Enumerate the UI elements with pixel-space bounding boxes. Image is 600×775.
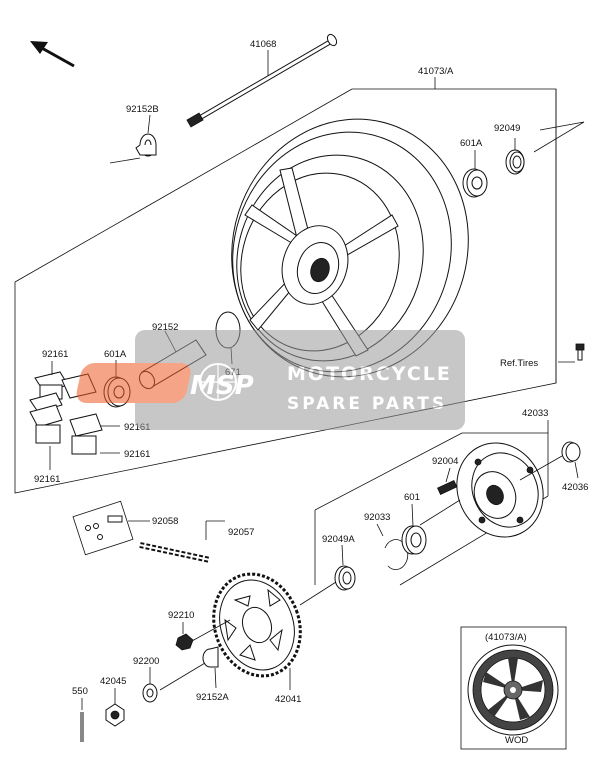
label-92161-a: 92161 (42, 349, 68, 360)
label-601A-mid: 601A (104, 349, 127, 360)
bearing-601 (401, 503, 427, 555)
label-41068: 41068 (250, 39, 276, 50)
watermark-line2: SPARE PARTS (287, 394, 447, 414)
label-550: 550 (72, 686, 88, 697)
oil-seal-92049 (505, 121, 585, 175)
label-92210: 92210 (168, 610, 194, 621)
drive-chain-92057 (139, 542, 211, 563)
nut-92210 (175, 619, 231, 651)
collar-92152B (109, 114, 157, 164)
watermark: MSP MOTORCYCLE SPARE PARTS (76, 330, 465, 430)
label-92152: 92152 (152, 322, 178, 333)
watermark-panel (135, 330, 465, 430)
label-92161-c: 92161 (124, 449, 150, 460)
chain-joint-92058 (72, 500, 225, 556)
axle-41068 (186, 33, 338, 128)
oil-seal-92049A (299, 544, 356, 606)
tire-valve-icon (558, 343, 585, 363)
wheel-group-frame (14, 88, 557, 494)
label-92033: 92033 (364, 512, 390, 523)
label-92049: 92049 (494, 123, 520, 134)
label-42036: 42036 (562, 482, 588, 493)
stud-92004 (437, 467, 458, 495)
collar-92152A (202, 646, 219, 689)
washer-92200 (142, 662, 206, 703)
bearing-601A-top (462, 150, 488, 198)
label-92049A: 92049A (322, 534, 355, 545)
label-92161-d: 92161 (34, 474, 60, 485)
inset-caption: WOD (505, 735, 528, 746)
label-92152A: 92152A (196, 692, 229, 703)
watermark-logo-text: MSP (190, 371, 254, 401)
label-42033: 42033 (522, 408, 548, 419)
watermark-logo: MSP (76, 363, 254, 403)
watermark-line1: MOTORCYCLE (287, 363, 452, 385)
damper-set-92161 (29, 361, 120, 470)
front-direction-arrow-icon (30, 41, 75, 68)
label-92161-b: 92161 (124, 422, 150, 433)
label-92058: 92058 (152, 516, 178, 527)
collar-42036 (519, 441, 581, 481)
label-92004: 92004 (432, 456, 458, 467)
label-92152B: 92152B (126, 104, 159, 115)
rear-sprocket-42041 (212, 572, 302, 690)
inset-title: (41073/A) (485, 632, 527, 643)
rear-wheel-41073A (231, 77, 469, 378)
label-42041: 42041 (275, 694, 301, 705)
label-41073A: 41073/A (418, 66, 454, 77)
label-92200: 92200 (133, 656, 159, 667)
label-ref-tires: Ref.Tires (500, 358, 538, 369)
inset-wheel-variant (460, 626, 567, 750)
label-92057: 92057 (228, 527, 254, 538)
label-42045: 42045 (100, 676, 126, 687)
label-601: 601 (404, 492, 420, 503)
sprocket-coupling-42033 (419, 420, 549, 538)
nut-42045 (105, 688, 125, 727)
label-601A-top: 601A (460, 138, 483, 149)
